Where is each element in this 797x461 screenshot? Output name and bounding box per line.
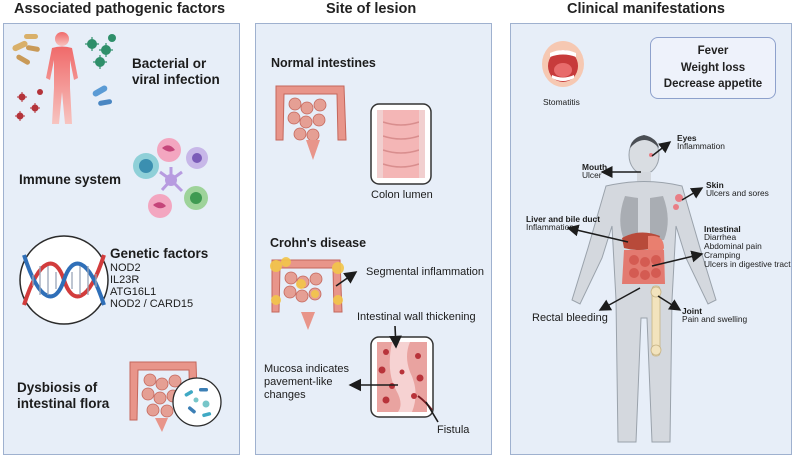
stomatitis-label: Stomatitis (543, 97, 580, 107)
joint-text: Pain and swelling (682, 314, 748, 324)
symptom-fever: Fever (697, 45, 729, 57)
dna-icon (19, 235, 109, 325)
systemic-symptoms-box: Fever Weight loss Decrease appetite (650, 37, 776, 99)
colon-lumen-icon (370, 103, 432, 185)
segmental-label: Segmental inflammation (366, 266, 485, 278)
eyes-title: Eyes (677, 133, 697, 143)
arrow-wall-thickening (389, 325, 402, 349)
colon-lumen-label: Colon lumen (371, 189, 433, 201)
crohns-title: Crohn's disease (270, 236, 367, 250)
gene-3: ATG16L1 (110, 286, 157, 298)
eyes-text: Inflammation (677, 141, 725, 151)
virus-red-icon (15, 89, 43, 121)
arrow-eyes (651, 141, 672, 157)
virus-icon (85, 34, 116, 69)
arrow-liver (566, 224, 629, 243)
gene-4: NOD2 / CARD15 (110, 298, 194, 310)
arrow-intestinal (651, 250, 704, 267)
liver-title: Liver and bile duct (526, 214, 600, 224)
column-title-clinical: Clinical manifestations (567, 1, 725, 17)
human-body-clinical-icon (571, 135, 717, 443)
infection-label: Bacterial or viral infection (132, 56, 220, 87)
symptom-appetite: Decrease appetite (663, 78, 763, 90)
intestinal-item-1: Diarrhea (704, 232, 737, 242)
arrow-joint (657, 295, 682, 311)
dendritic-cell-icon (159, 167, 184, 193)
arrow-rectal (598, 287, 641, 311)
mouth-text: Ulcer (582, 170, 602, 180)
dysbiosis-label: Dysbiosis of intestinal flora (17, 380, 110, 411)
crohns-intestine-icon (270, 257, 344, 330)
rectal-bleeding-label: Rectal bleeding (532, 312, 608, 324)
normal-intestines-title: Normal intestines (271, 56, 376, 70)
bacteria-icon (12, 34, 113, 106)
arrow-skin (681, 187, 704, 201)
gut-flora-icon (172, 377, 222, 427)
diseased-intestinal-wall-icon (370, 336, 434, 418)
intestinal-item-3: Cramping (704, 250, 741, 260)
wall-thickening-label: Intestinal wall thickening (357, 311, 476, 323)
symptom-weight-loss: Weight loss (680, 61, 746, 74)
intestinal-item-2: Abdominal pain (704, 241, 762, 251)
gene-2: IL23R (110, 274, 140, 286)
human-body-icon (46, 32, 78, 124)
immune-label: Immune system (19, 172, 122, 187)
intestinal-title: Intestinal (704, 224, 741, 234)
skin-text: Ulcers and sores (706, 188, 769, 198)
immune-cells-icon (133, 138, 208, 218)
gene-1: NOD2 (110, 262, 141, 274)
column-title-pathogenic: Associated pathogenic factors (14, 1, 226, 17)
skin-title: Skin (706, 180, 724, 190)
arrow-segmental (335, 271, 358, 287)
fistula-label: Fistula (437, 424, 470, 436)
intestinal-item-4: Ulcers in digestive tract (704, 259, 791, 269)
mouth-title: Mouth (582, 162, 608, 172)
mouth-icon (542, 41, 584, 87)
liver-text: Inflammation (526, 222, 574, 232)
genetic-title: Genetic factors (110, 246, 209, 261)
arrow-fistula (425, 401, 439, 423)
mucosa-label: Mucosa indicates pavement-like changes (264, 363, 349, 401)
normal-intestine-icon (275, 85, 347, 160)
joint-title: Joint (682, 306, 703, 316)
column-title-lesion: Site of lesion (326, 1, 417, 17)
